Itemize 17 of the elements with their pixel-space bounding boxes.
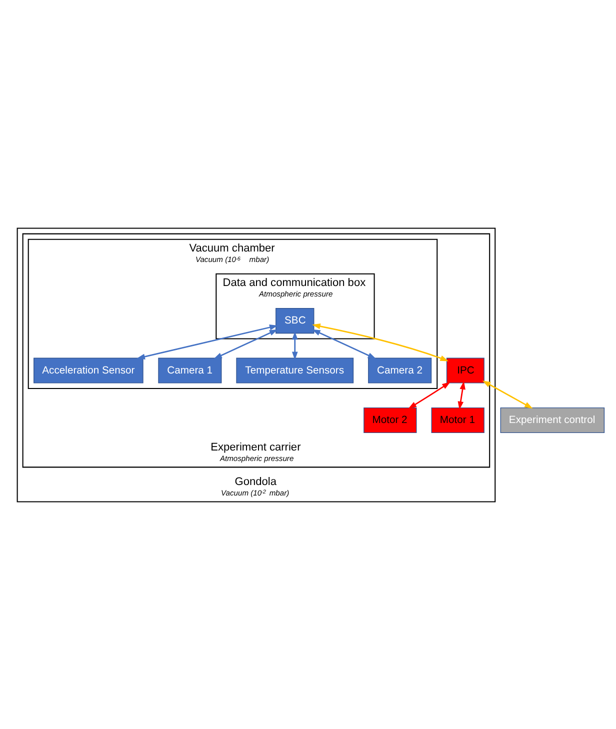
node-box: Temperature Sensors: [236, 357, 354, 383]
arrow: [214, 328, 278, 358]
arrow: [408, 381, 450, 408]
node-box: IPC: [446, 357, 484, 383]
node-box: Experiment control: [500, 406, 605, 433]
node-box: Camera 1: [158, 357, 222, 383]
node-box: Motor 1: [431, 406, 484, 433]
arrow: [482, 380, 533, 408]
node-box: Acceleration Sensor: [34, 357, 144, 383]
node-box: Camera 2: [368, 357, 432, 383]
arrow: [312, 328, 376, 358]
node-box: Motor 2: [364, 406, 417, 433]
node-box: SBC: [276, 308, 314, 334]
arrow: [312, 322, 449, 361]
arrow: [292, 330, 298, 360]
arrow: [136, 324, 278, 359]
arrow: [458, 380, 466, 410]
